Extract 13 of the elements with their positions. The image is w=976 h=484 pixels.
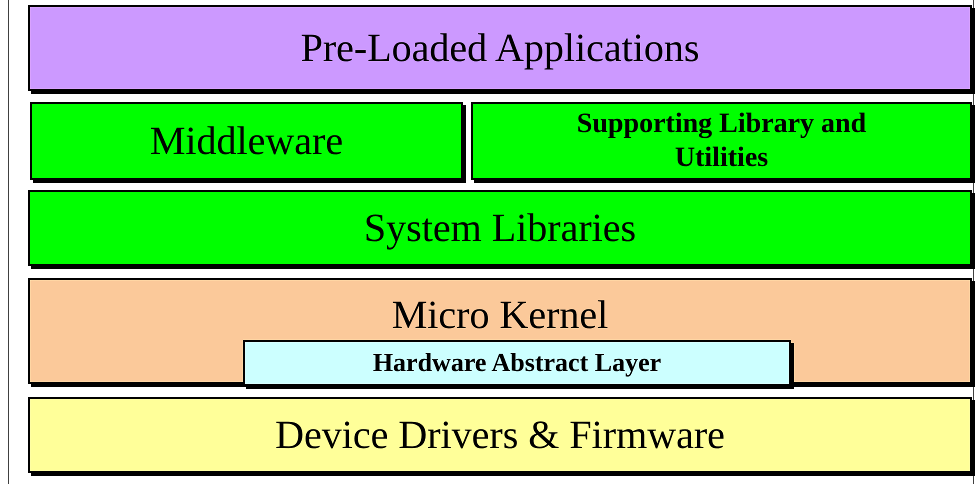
layer-box [30,102,463,180]
layer-label: Device Drivers & Firmware [275,411,725,459]
layer-box [28,190,972,266]
layer-box [471,102,972,180]
layer-label: System Libraries [364,204,636,252]
layer-label: Supporting Library and Utilities [576,107,868,175]
layer-label: Micro Kernel [392,291,608,339]
layer-label: Pre-Loaded Applications [300,24,700,72]
layer-label: Hardware Abstract Layer [372,346,662,379]
layer-box [243,340,791,386]
layer-label: Middleware [150,117,344,165]
layer-box [28,5,972,91]
layer-box [28,397,972,473]
